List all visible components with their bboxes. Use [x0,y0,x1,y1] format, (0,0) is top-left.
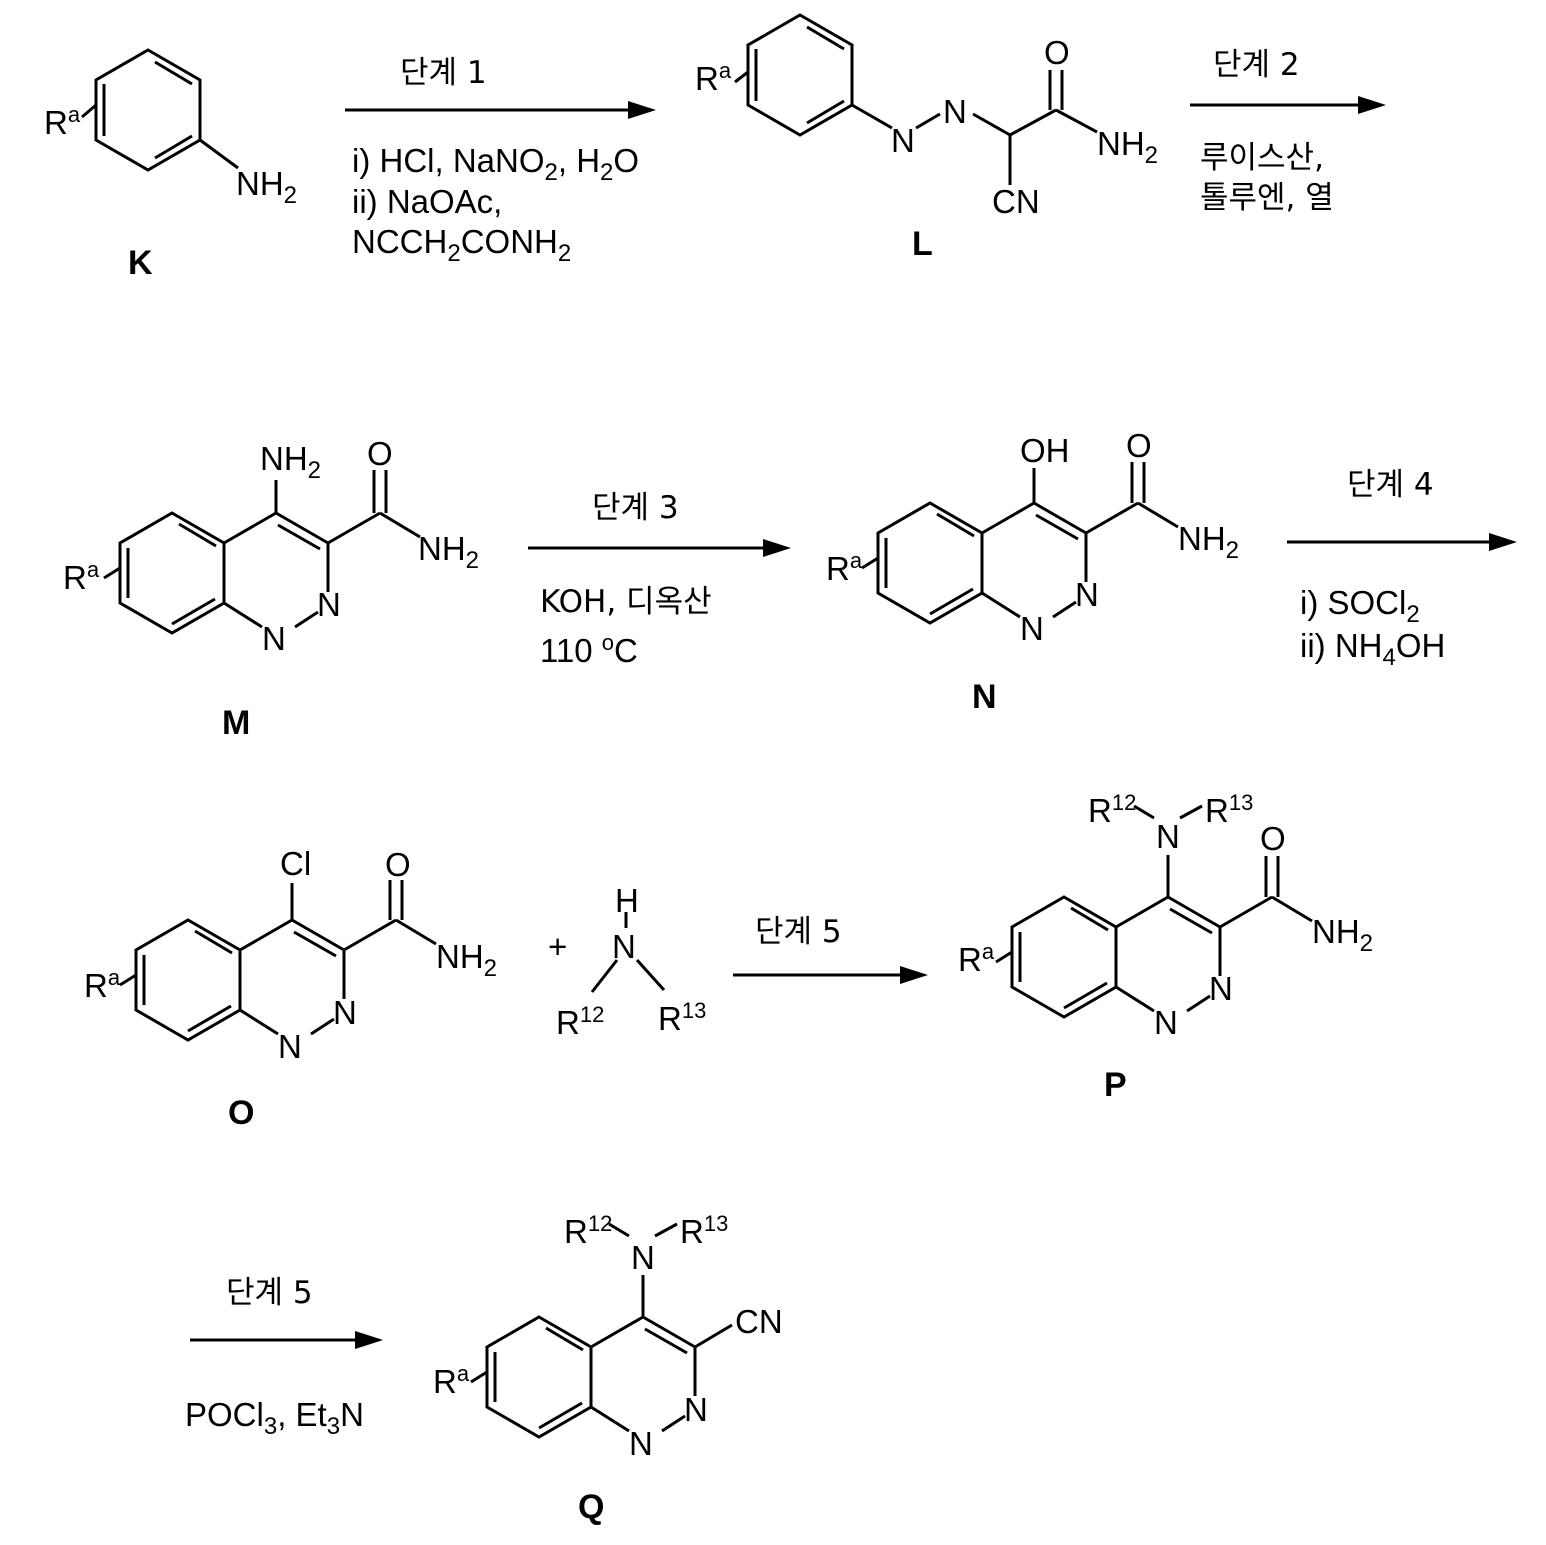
arrow-head-6 [355,1331,383,1349]
step-4-condition-1: i) SOCl2 [1300,584,1420,628]
ring-nitrogen-p-2: N [1154,1004,1178,1041]
ra-substituent-o: Ra [84,965,121,1004]
compound-label-q: Q [578,1488,604,1526]
compound-q: N R12 R13 CN N N Ra Q [433,1211,783,1526]
r13-amine-reagent: R13 [658,998,706,1037]
ring-nitrogen-n-1: N [1075,576,1099,613]
amide-nh2-p: NH2 [1312,913,1373,957]
ring-nitrogen-q-2: N [629,1425,653,1462]
azo-nitrogen-2: N [943,93,967,130]
step-4-label: 단계 4 [1347,467,1434,503]
compound-label-p: P [1104,1066,1127,1104]
compound-label-m: M [222,704,250,742]
step-4-condition-2: ii) NH4OH [1300,627,1445,671]
step-4: 단계 4 i) SOCl2 ii) NH4OH [1287,467,1517,671]
step-1-label: 단계 1 [400,55,487,91]
amino-nitrogen-q: N [631,1239,655,1276]
step-2-condition-2: 톨루엔, 열 [1200,180,1334,216]
carbonyl-oxygen-p: O [1260,820,1286,857]
carbonyl-oxygen-n: O [1126,427,1152,464]
ra-substituent-l: Ra [695,58,732,97]
step-2-condition-1: 루이스산, [1200,140,1324,176]
ra-substituent-n: Ra [826,548,863,587]
amine-reagent: H N R12 R13 [556,882,706,1041]
nitrile-group-l: CN [992,183,1040,220]
arrow-head-3 [763,539,791,557]
ra-substituent-m: Ra [63,557,100,596]
amine-hydrogen: H [615,882,639,919]
azo-nitrogen-1: N [891,122,915,159]
ring-nitrogen-m-1: N [317,586,341,623]
compound-n: OH O NH2 N N Ra N [826,427,1239,716]
compound-label-n: N [972,678,997,716]
compound-label-k: K [128,244,153,282]
compound-p: N R12 R13 O NH2 N N Ra P [958,790,1373,1104]
r13-product-p: R13 [1205,790,1253,829]
amine-nitrogen: N [612,928,636,965]
ring-nitrogen-o-2: N [278,1028,302,1065]
ra-substituent-k: Ra [44,102,81,141]
step-6-condition-1: POCl3, Et3N [185,1396,364,1440]
carbonyl-oxygen-o: O [385,846,411,883]
amino-nitrogen-p: N [1156,818,1180,855]
amine-group-m: NH2 [260,440,321,484]
ring-nitrogen-q-1: N [684,1391,708,1428]
ring-nitrogen-n-2: N [1020,610,1044,647]
ring-nitrogen-o-1: N [333,994,357,1031]
compound-label-l: L [912,225,933,263]
step-3-condition-2: 110 oC [540,630,638,669]
compound-o: Cl O NH2 N N Ra O [84,845,497,1132]
arrow-head-2 [1358,96,1386,114]
ra-substituent-q: Ra [433,1361,470,1400]
ra-substituent-p: Ra [958,939,995,978]
compound-m: NH2 O NH2 N N Ra M [63,435,479,742]
r13-product-q: R13 [680,1211,728,1250]
compound-k: Ra NH2 K [44,50,297,282]
amide-nh2-o: NH2 [436,938,497,982]
arrow-head-4 [1489,533,1517,551]
amide-nh2-l: NH2 [1097,125,1158,169]
step-3: 단계 3 KOH, 디옥산 110 oC [528,490,791,669]
ring-nitrogen-m-2: N [262,620,286,657]
step-6: 단계 5 POCl3, Et3N [185,1275,383,1440]
carbonyl-oxygen-l: O [1044,34,1070,71]
compound-l: Ra N N O NH2 CN L [695,15,1158,263]
step-1-condition-3: NCCH2CONH2 [352,223,571,267]
step-3-label: 단계 3 [592,490,679,526]
step-2-label: 단계 2 [1213,47,1300,83]
arrow-head-5 [900,966,928,984]
step-5: 단계 5 [733,914,928,984]
r12-amine-reagent: R12 [556,1002,604,1041]
step-1: 단계 1 i) HCl, NaNO2, H2O ii) NaOAc, NCCH2… [345,55,656,267]
amide-nh2-m: NH2 [418,530,479,574]
ring-nitrogen-p-1: N [1209,970,1233,1007]
carbonyl-oxygen-m: O [367,435,393,472]
step-3-condition-1: KOH, 디옥산 [540,584,712,620]
step-5-label: 단계 5 [755,914,842,950]
amine-group-k: NH2 [236,165,297,209]
nitrile-group-q: CN [735,1303,783,1340]
amide-nh2-n: NH2 [1178,520,1239,564]
step-1-condition-1: i) HCl, NaNO2, H2O [352,142,639,186]
chloro-group-o: Cl [280,845,311,882]
r12-product-q: R12 [564,1211,612,1250]
compound-label-o: O [228,1094,254,1132]
arrow-head-1 [628,101,656,119]
plus-sign: + [548,928,567,965]
r12-product-p: R12 [1088,790,1136,829]
step-1-condition-2: ii) NaOAc, [352,183,502,220]
hydroxyl-group-n: OH [1020,432,1070,469]
step-6-label: 단계 5 [226,1275,313,1311]
step-2: 단계 2 루이스산, 톨루엔, 열 [1190,47,1386,216]
